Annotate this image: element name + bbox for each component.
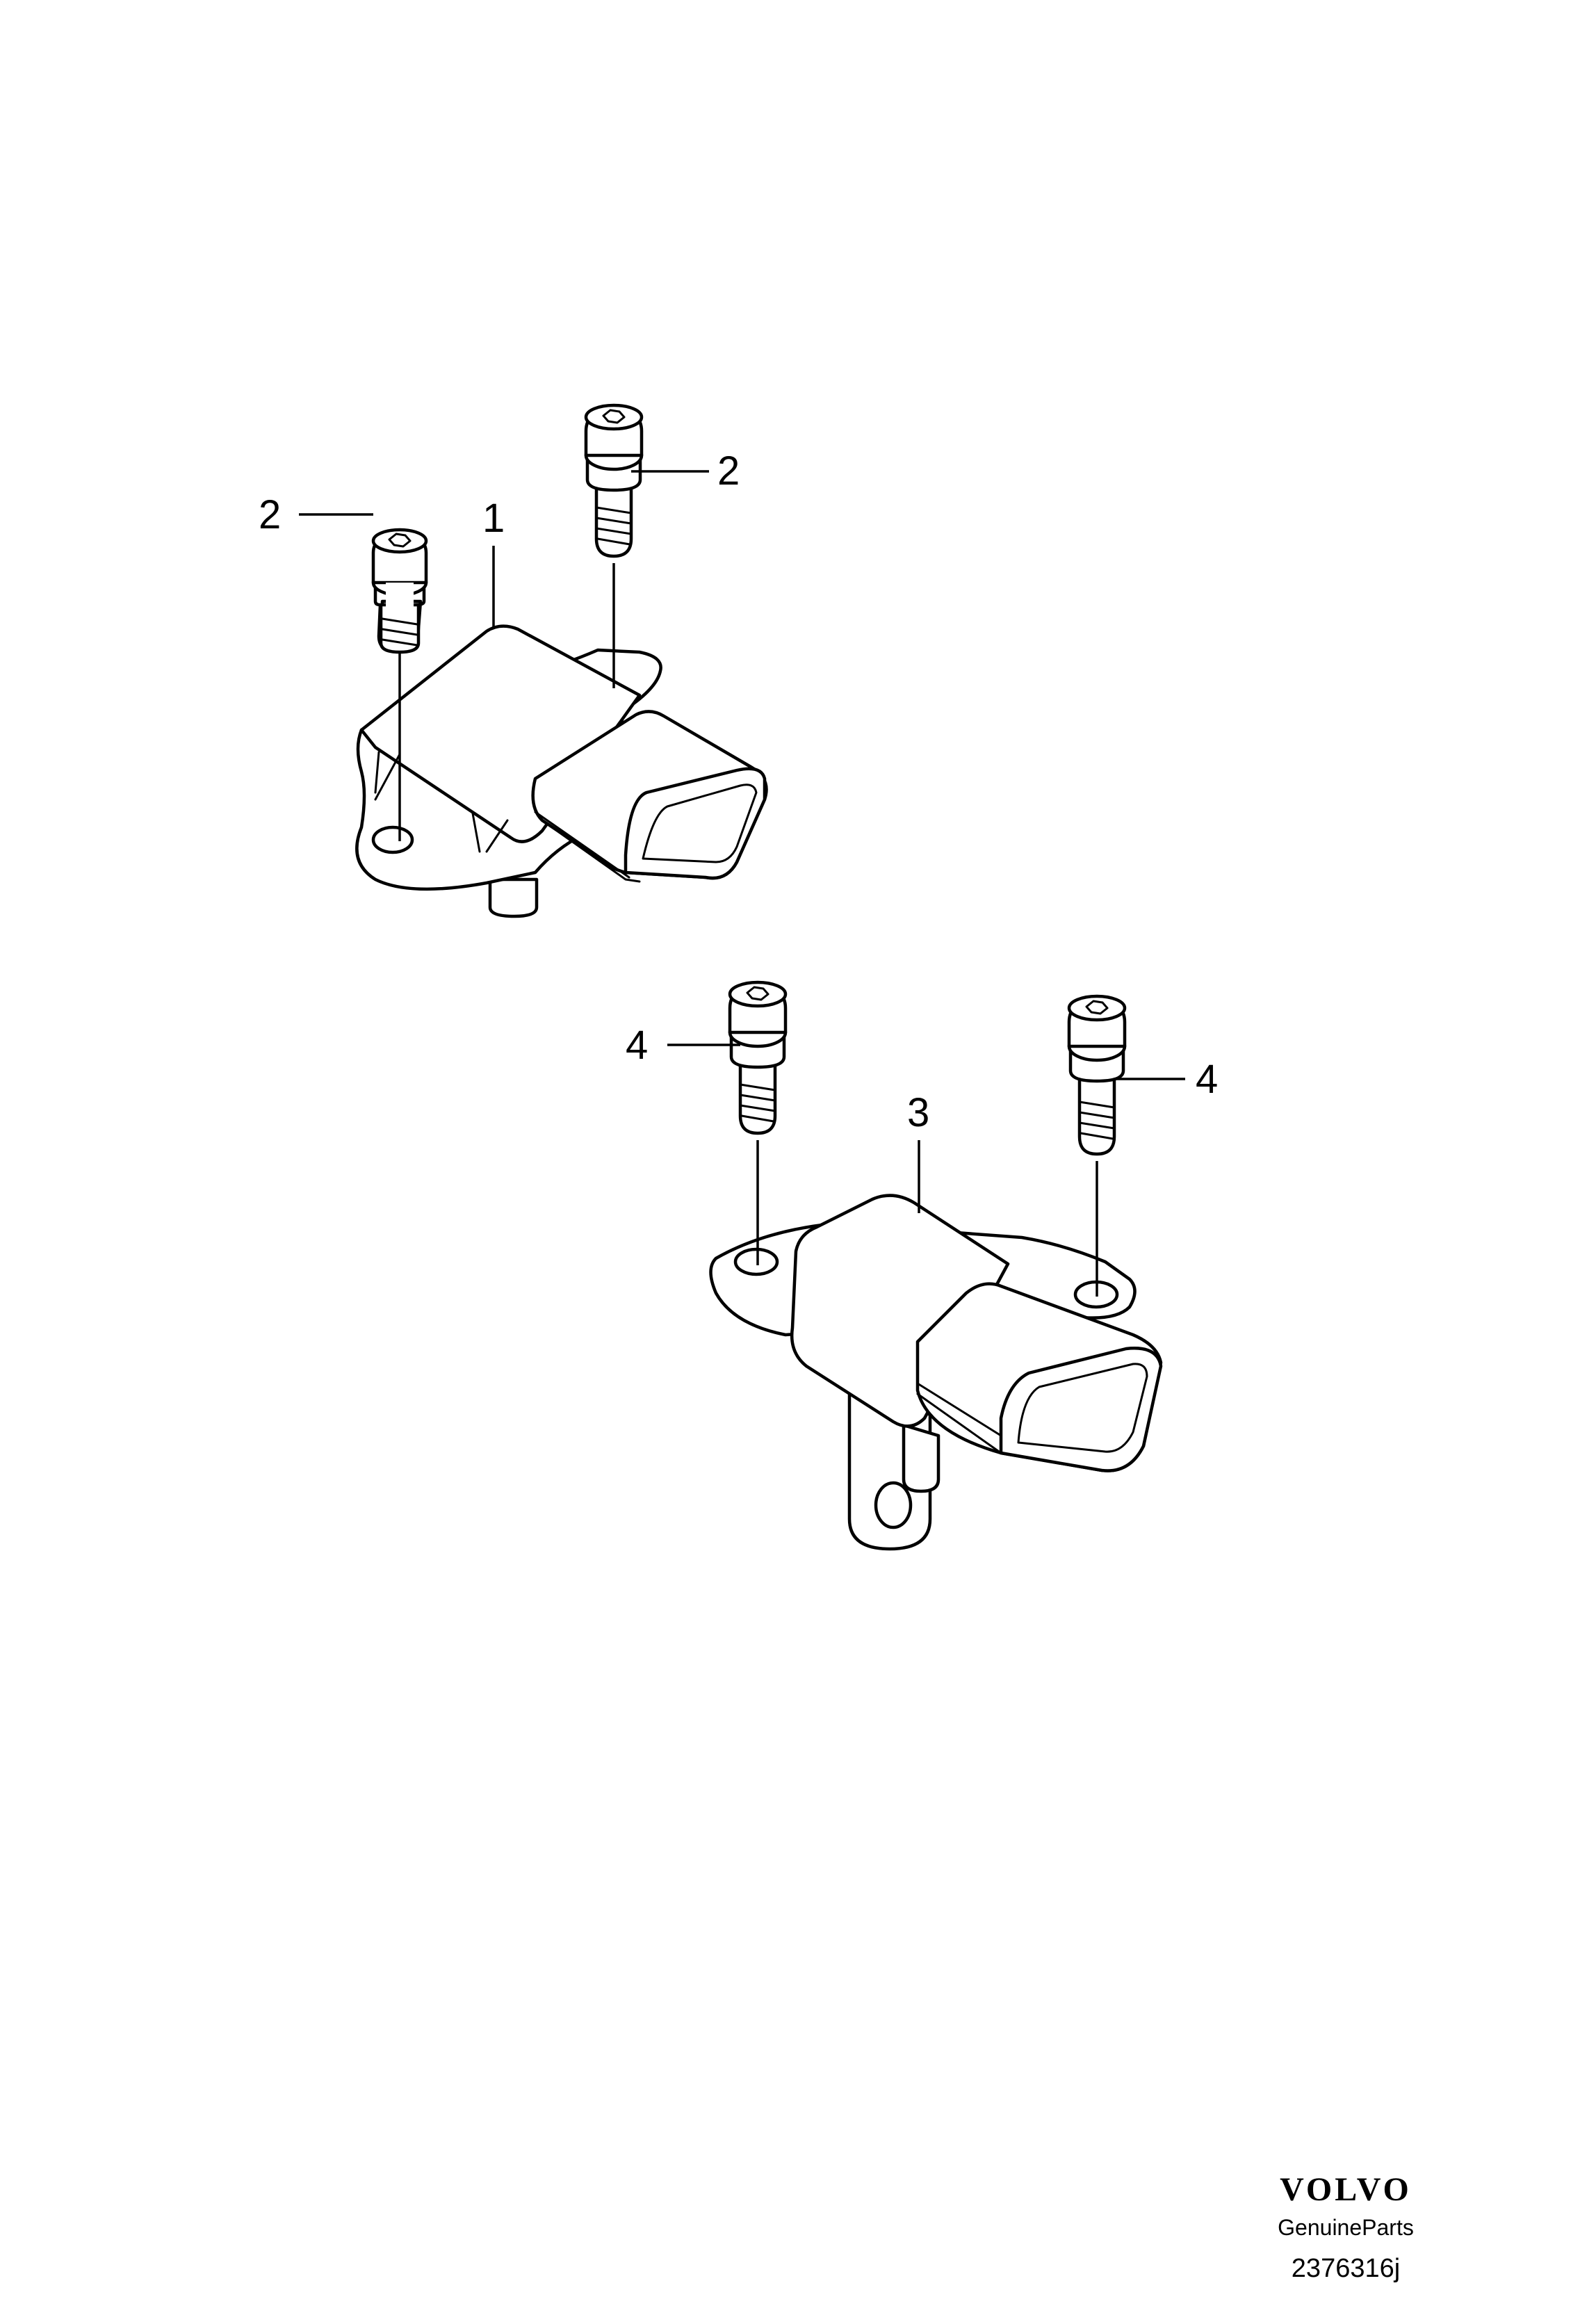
screw-upper-right[interactable] (584, 403, 644, 688)
callout-2-right: 2 (717, 448, 740, 494)
screw-upper-left[interactable] (371, 528, 428, 841)
sensor-upper[interactable] (355, 624, 768, 918)
diagram-number: 2376316j (1291, 2254, 1401, 2283)
callout-4-left: 4 (626, 1023, 648, 1068)
brand-logo: VOLVO (1280, 2171, 1412, 2208)
callout-3: 3 (907, 1090, 929, 1135)
footer: VOLVO GenuineParts 2376316j (1200, 2173, 1492, 2282)
sensor-lower[interactable] (709, 1194, 1163, 1551)
callout-4-right: 4 (1196, 1057, 1218, 1102)
brand-subtitle: GenuineParts (1278, 2215, 1414, 2240)
screw-lower-right[interactable] (1067, 994, 1127, 1297)
callout-1: 1 (482, 496, 505, 541)
screw-lower-left[interactable] (728, 980, 788, 1265)
callout-2-left: 2 (259, 492, 281, 537)
